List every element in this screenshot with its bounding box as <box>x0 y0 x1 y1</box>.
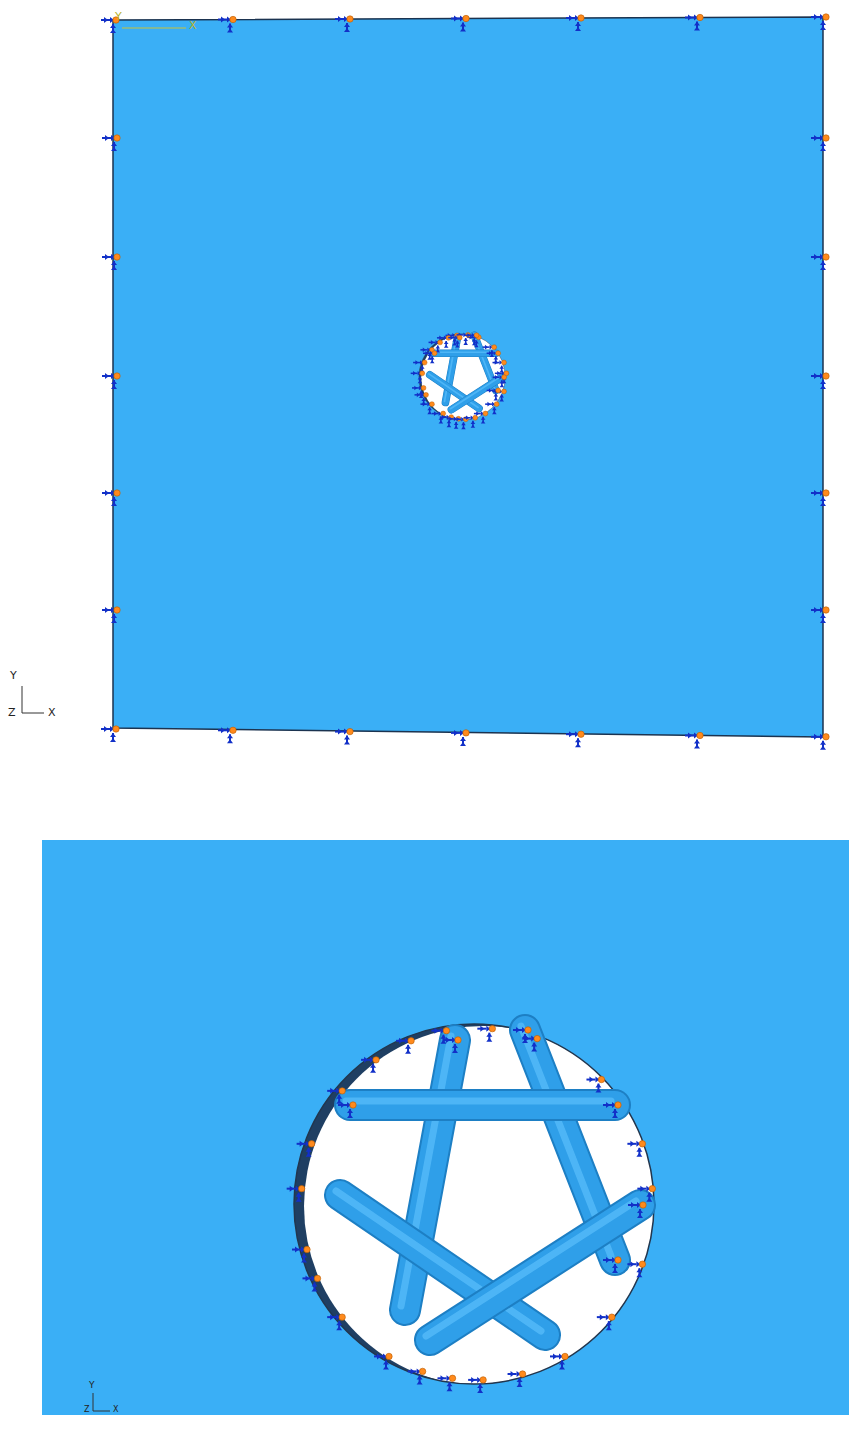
boundary-condition-symbol <box>451 730 469 746</box>
boundary-condition-symbol <box>335 16 353 32</box>
boundary-condition-symbol <box>408 1368 426 1384</box>
boundary-condition-symbol <box>432 411 446 423</box>
boundary-condition-symbol <box>443 1037 461 1053</box>
boundary-condition-symbol <box>685 732 703 748</box>
boundary-condition-symbol <box>483 345 497 357</box>
boundary-condition-symbol <box>597 1314 615 1330</box>
axis-line <box>93 1393 94 1411</box>
boundary-condition-symbol <box>468 1377 486 1393</box>
boundary-condition-symbol <box>423 351 437 363</box>
boundary-condition-symbol <box>218 727 236 743</box>
axis-line <box>22 686 23 713</box>
axis-label: X <box>189 20 197 31</box>
axis-label: Y <box>89 1381 95 1390</box>
boundary-condition-symbol <box>302 1275 320 1291</box>
boundary-condition-symbol <box>396 1038 414 1054</box>
boundary-condition-symbol <box>218 16 236 32</box>
boundary-condition-symbol <box>637 1185 655 1201</box>
boundary-condition-symbol <box>297 1141 315 1157</box>
boundary-condition-symbol <box>474 411 488 423</box>
boundary-condition-symbol <box>492 360 506 372</box>
boundary-condition-symbol <box>566 15 584 31</box>
hole-closeup <box>42 840 849 1415</box>
axis-line <box>93 1411 110 1412</box>
boundary-condition-symbol <box>415 392 429 404</box>
boundary-condition-symbol <box>811 490 829 506</box>
axis-label: Y <box>10 670 17 681</box>
boundary-condition-symbol <box>627 1261 645 1277</box>
boundary-condition-symbol <box>566 731 584 747</box>
boundary-condition-symbol <box>102 373 120 389</box>
boundary-condition-symbol <box>465 333 479 345</box>
boundary-condition-symbol <box>102 135 120 151</box>
boundary-condition-symbol <box>335 728 353 744</box>
boundary-condition-symbol <box>361 1057 379 1073</box>
boundary-condition-symbol <box>101 726 119 742</box>
axis-label: X <box>113 1406 118 1414</box>
boundary-condition-symbol <box>603 1257 621 1273</box>
boundary-condition-symbol <box>685 14 703 30</box>
boundary-condition-symbol <box>487 351 501 363</box>
boundary-condition-symbol <box>287 1185 305 1201</box>
square-plate <box>113 17 823 737</box>
boundary-condition-symbol <box>292 1246 310 1262</box>
boundary-condition-symbol <box>448 335 462 347</box>
boundary-condition-symbol <box>495 371 509 383</box>
boundary-condition-symbol <box>447 416 461 428</box>
circular-hole <box>293 1023 664 1386</box>
boundary-condition-symbol <box>550 1353 568 1369</box>
axis-line <box>22 713 44 714</box>
boundary-condition-symbol <box>438 1375 456 1391</box>
boundary-condition-symbol <box>811 607 829 623</box>
plate-closeup <box>42 840 849 1415</box>
axis-label: Z <box>84 1406 89 1414</box>
axis-label: Y <box>115 11 122 22</box>
boundary-condition-symbol <box>627 1141 645 1157</box>
boundary-condition-symbol <box>628 1202 646 1218</box>
boundary-condition-symbol <box>493 375 507 387</box>
boundary-condition-symbol <box>411 371 425 383</box>
pentagram-rods <box>429 334 502 409</box>
boundary-condition-symbol <box>513 1027 531 1043</box>
boundary-condition-symbol <box>431 1027 449 1043</box>
boundary-condition-symbol <box>327 1088 345 1104</box>
boundary-condition-symbol <box>374 1353 392 1369</box>
boundary-condition-symbol <box>327 1314 345 1330</box>
boundary-condition-symbol <box>413 360 427 372</box>
plate-overview <box>22 14 829 750</box>
boundary-condition-symbol <box>451 15 469 31</box>
boundary-condition-symbol <box>338 1102 356 1118</box>
boundary-condition-symbol <box>811 254 829 270</box>
boundary-condition-symbol <box>487 388 501 400</box>
boundary-condition-symbol <box>464 415 478 427</box>
boundary-condition-symbol <box>811 135 829 151</box>
axis-label: X <box>48 707 56 718</box>
boundary-condition-symbol <box>485 402 499 414</box>
boundary-condition-symbol <box>429 340 443 352</box>
circular-hole <box>419 334 508 421</box>
boundary-condition-symbol <box>102 490 120 506</box>
boundary-condition-symbol <box>603 1102 621 1118</box>
boundary-condition-symbol <box>102 607 120 623</box>
boundary-condition-symbol <box>440 415 454 427</box>
axis-label: Z <box>8 707 16 718</box>
boundary-condition-symbol <box>811 373 829 389</box>
boundary-condition-symbol <box>102 254 120 270</box>
axis-line <box>122 28 186 29</box>
boundary-condition-symbol <box>811 734 829 750</box>
boundary-condition-symbol <box>420 402 434 414</box>
boundary-condition-symbol <box>477 1025 495 1041</box>
boundary-condition-symbol <box>811 14 829 30</box>
boundary-condition-symbol <box>586 1076 604 1092</box>
pentagram-rods <box>336 1026 640 1340</box>
boundary-condition-symbol <box>508 1371 526 1387</box>
